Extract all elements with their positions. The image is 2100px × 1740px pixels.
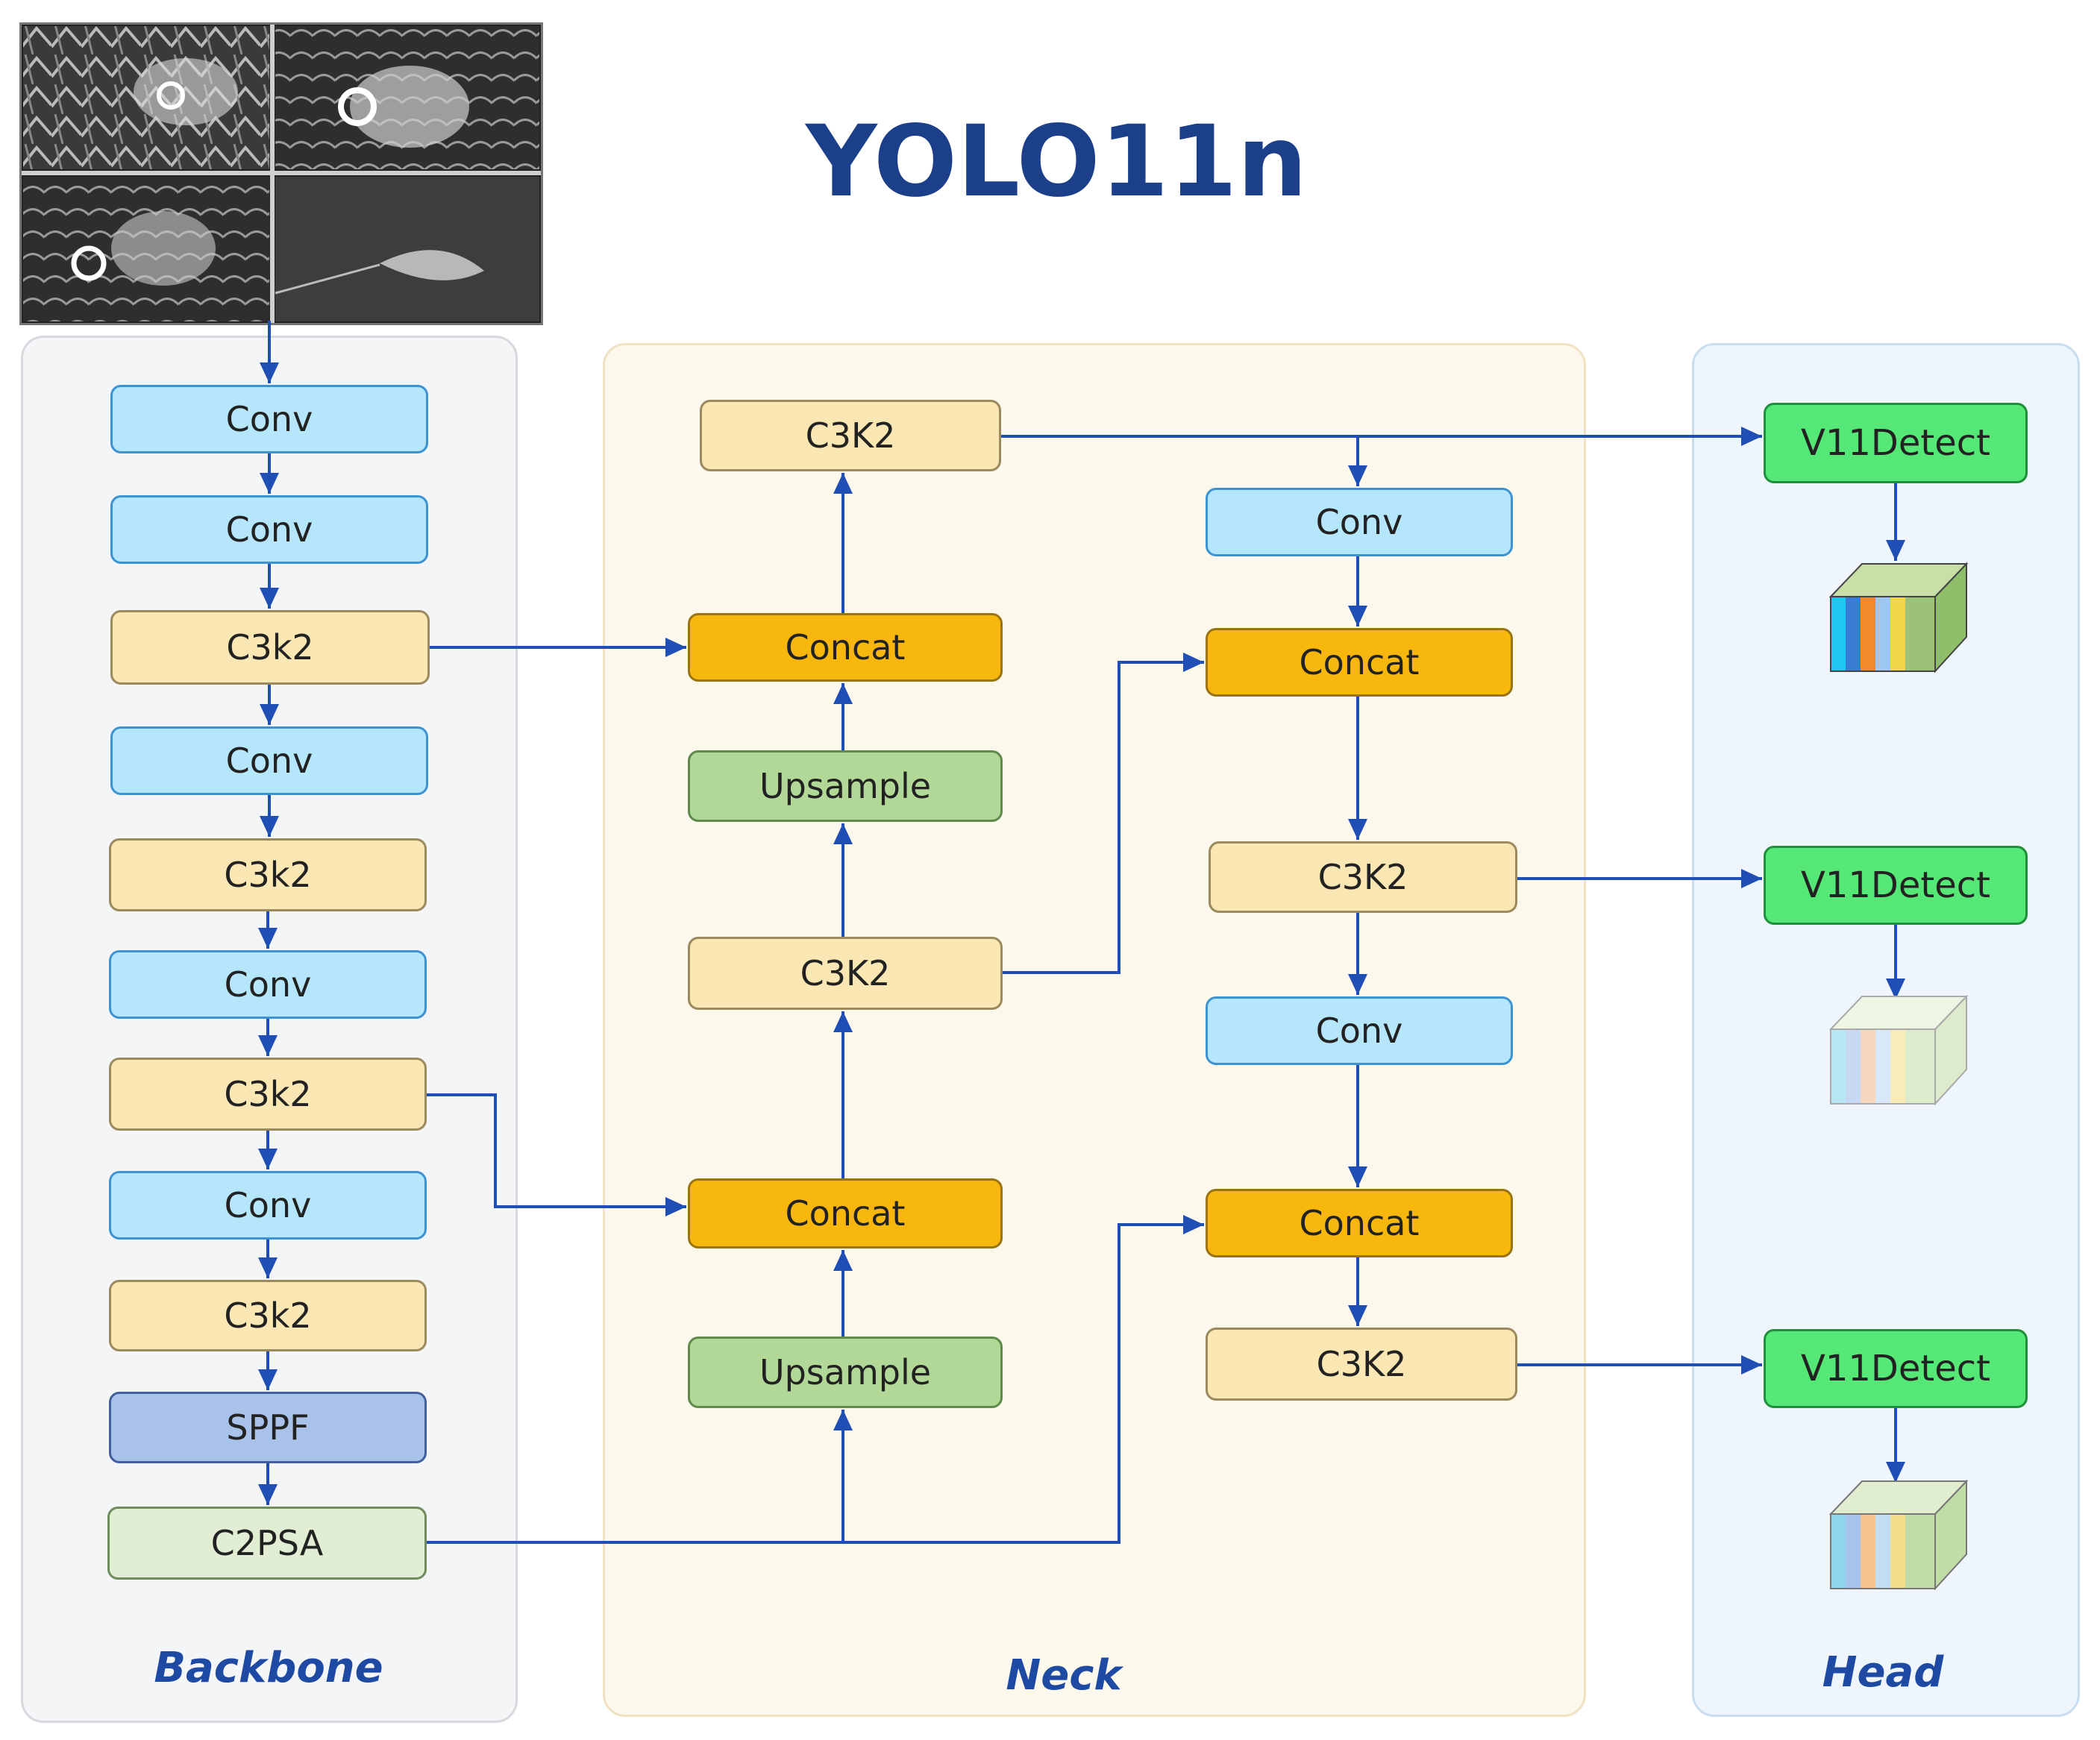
concat-right-2-to-c3k2-right-2-arrowhead: [1348, 1305, 1367, 1326]
neck-upsample-bottom-block: Upsample: [688, 1337, 1003, 1408]
c3k2-right-2-to-detect-3-arrowhead: [1741, 1355, 1762, 1375]
backbone-c3k2-2-block: C3k2: [109, 838, 427, 911]
neck-concat-right-2-block: Concat: [1206, 1189, 1513, 1257]
concat-bottom-to-c3k2-mid-arrowhead: [833, 1011, 853, 1032]
input-to-conv1-arrowhead: [260, 362, 279, 383]
backbone-conv-1-block: Conv: [110, 385, 428, 453]
c3k2-mid-to-concat-right-1-arrowhead: [1183, 653, 1204, 672]
c2psa-to-neck-arrowhead: [1183, 1215, 1204, 1234]
c2psa-to-neck-line: [427, 1223, 1204, 1544]
neck-upsample-top-block: Upsample: [688, 750, 1003, 822]
c3k2-3-to-concat-bottom-line: [427, 1093, 686, 1208]
neck-conv-right-1-block: Conv: [1206, 488, 1513, 556]
c3k2-1-to-concat-top-arrowhead: [665, 638, 686, 657]
upsample-bottom-to-concat-bottom-arrowhead: [833, 1250, 853, 1271]
detect-2-to-tensor-arrowhead: [1886, 979, 1905, 999]
neck-c3k2-top-block: C3K2: [700, 400, 1001, 471]
upsample-top-to-concat-top-arrowhead: [833, 683, 853, 704]
backbone-conv-5-block: Conv: [109, 1171, 427, 1240]
concat-top-to-c3k2-top-arrowhead: [833, 473, 853, 494]
detect-1-to-tensor-arrowhead: [1886, 540, 1905, 561]
conv1-to-conv2-arrowhead: [260, 473, 279, 494]
head-label: Head: [1822, 1648, 1944, 1697]
backbone-c3k2-1-block: C3k2: [110, 610, 430, 685]
head-detect-2-block: V11Detect: [1764, 846, 2028, 925]
backbone-conv-2-block: Conv: [110, 495, 428, 564]
neck-concat-bottom-block: Concat: [688, 1178, 1003, 1249]
neck-c3k2-mid-block: C3K2: [688, 937, 1003, 1010]
c3k2-1-to-conv3-arrowhead: [260, 704, 279, 725]
output-tensor-3-icon: [1828, 1479, 1969, 1591]
conv2-to-c3k2-1-arrowhead: [260, 588, 279, 609]
conv5-to-c3k2-4-arrowhead: [258, 1257, 278, 1278]
conv4-to-c3k2-3-arrowhead: [258, 1035, 278, 1056]
head-detect-3-block: V11Detect: [1764, 1329, 2028, 1408]
neck-c3k2-right-1-block: C3K2: [1209, 841, 1517, 913]
c3k2-right-1-to-conv-right-2-arrowhead: [1348, 974, 1367, 995]
detect-3-to-tensor-arrowhead: [1886, 1462, 1905, 1483]
c3k2-top-to-detect-1-arrowhead: [1741, 427, 1762, 446]
c3k2-right-1-to-detect-2-arrowhead: [1741, 869, 1762, 888]
concat-right-1-to-c3k2-right-1-arrowhead: [1348, 819, 1367, 840]
backbone-conv-3-block: Conv: [110, 726, 428, 795]
conv-right-2-to-concat-right-2-arrowhead: [1348, 1166, 1367, 1187]
c3k2-mid-to-concat-right-1-line: [1003, 661, 1204, 974]
sppf-to-c2psa-arrowhead: [258, 1484, 278, 1505]
neck-conv-right-2-block: Conv: [1206, 996, 1513, 1065]
backbone-conv-4-block: Conv: [109, 950, 427, 1019]
head-detect-1-block: V11Detect: [1764, 403, 2028, 483]
neck-concat-top-block: Concat: [688, 613, 1003, 682]
backbone-c2psa-block: C2PSA: [107, 1507, 427, 1580]
c3k2-2-to-conv4-arrowhead: [258, 928, 278, 949]
neck-concat-right-1-block: Concat: [1206, 628, 1513, 697]
neck-c3k2-right-2-block: C3K2: [1206, 1328, 1517, 1401]
c3k2-mid-to-upsample-top-arrowhead: [833, 823, 853, 844]
conv3-to-c3k2-2-arrowhead: [260, 816, 279, 837]
input-image-mosaic: [19, 22, 543, 325]
c3k2-3-to-concat-bottom-arrowhead: [665, 1197, 686, 1216]
backbone-sppf-block: SPPF: [109, 1392, 427, 1463]
c2psa-to-upsample-bottom-arrowhead: [833, 1410, 853, 1430]
c3k2-top-to-conv-right-1-arrowhead: [1348, 465, 1367, 486]
c3k2-4-to-sppf-arrowhead: [258, 1369, 278, 1390]
conv-right-1-to-concat-right-1-arrowhead: [1348, 606, 1367, 626]
output-tensor-1-icon: [1828, 562, 1969, 673]
output-tensor-2-icon: [1828, 994, 1969, 1106]
backbone-label: Backbone: [154, 1644, 383, 1692]
diagram-title: YOLO11n: [806, 104, 1308, 219]
c3k2-3-to-conv5-arrowhead: [258, 1149, 278, 1169]
neck-label: Neck: [1006, 1651, 1122, 1700]
backbone-c3k2-4-block: C3k2: [109, 1280, 427, 1351]
backbone-c3k2-3-block: C3k2: [109, 1058, 427, 1131]
